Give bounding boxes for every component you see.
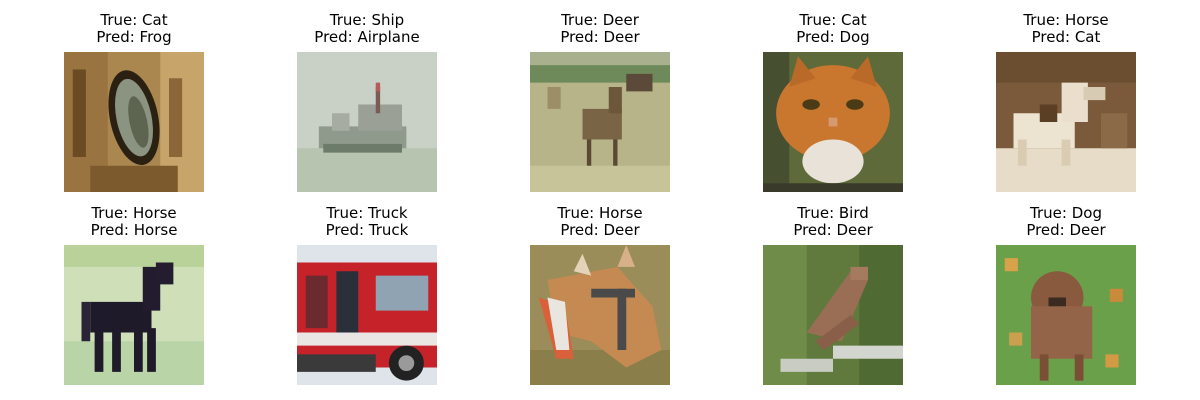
true-label: True: Horse [557,204,643,222]
sample-title: True: Truck Pred: Truck [257,205,477,239]
pred-label: Pred: Deer [560,28,640,46]
true-label: True: Bird [797,204,869,222]
true-label: True: Deer [561,11,639,29]
pred-label: Pred: Dog [796,28,870,46]
sample-title: True: Deer Pred: Deer [490,12,710,46]
red-fire-truck-image [297,245,437,385]
orange-cat-face-image [763,52,903,192]
bird-on-branch-image [763,245,903,385]
true-label: True: Horse [1023,11,1109,29]
sample-title: True: Horse Pred: Horse [24,205,244,239]
horse-head-bridle-image [530,245,670,385]
sample-title: True: Horse Pred: Cat [956,12,1176,46]
dark-horse-on-grass-image [64,245,204,385]
cat-eye-closeup-image [64,52,204,192]
brown-dog-on-grass-image [996,245,1136,385]
sample-title: True: Dog Pred: Deer [956,205,1176,239]
pred-label: Pred: Deer [1026,221,1106,239]
pred-label: Pred: Horse [90,221,178,239]
true-label: True: Horse [91,204,177,222]
deer-in-field-image [530,52,670,192]
pred-label: Pred: Frog [96,28,172,46]
sample-title: True: Bird Pred: Deer [723,205,943,239]
ship-on-water-image [297,52,437,192]
sample-title: True: Ship Pred: Airplane [257,12,477,46]
true-label: True: Cat [799,11,867,29]
true-label: True: Dog [1030,204,1102,222]
pred-label: Pred: Airplane [314,28,420,46]
pred-label: Pred: Cat [1031,28,1101,46]
sample-title: True: Horse Pred: Deer [490,205,710,239]
sample-title: True: Cat Pred: Frog [24,12,244,46]
sepia-horse-image [996,52,1136,192]
true-label: True: Ship [329,11,405,29]
true-label: True: Cat [100,11,168,29]
pred-label: Pred: Deer [793,221,873,239]
sample-title: True: Cat Pred: Dog [723,12,943,46]
true-label: True: Truck [326,204,408,222]
pred-label: Pred: Truck [325,221,409,239]
pred-label: Pred: Deer [560,221,640,239]
